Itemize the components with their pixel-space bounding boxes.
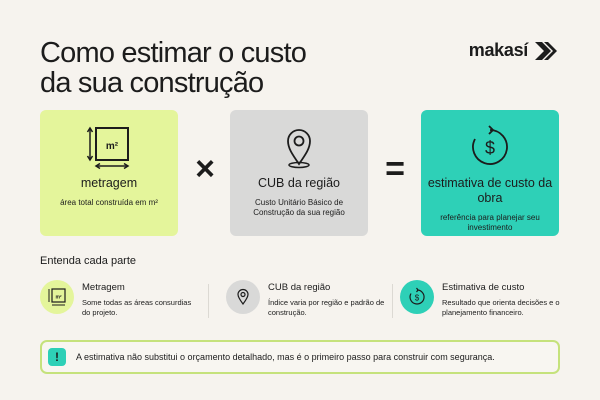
divider [392, 284, 393, 318]
card-title: metragem [80, 176, 138, 190]
card-subtitle: área total construída em m² [60, 198, 158, 207]
part-icon-circle: $ [400, 280, 434, 314]
title-line-2: da sua construção [40, 67, 264, 99]
equals-operator: = [385, 150, 405, 188]
dollar-refresh-icon: $ [472, 125, 508, 165]
card-estimativa: $ estimativa de custo da obra referência… [421, 110, 559, 236]
card-cub: CUB da região Custo Unitário Básico de C… [230, 110, 368, 236]
svg-text:$: $ [415, 294, 420, 303]
floor-area-icon-label: m² [55, 295, 61, 301]
makasi-mark-icon [535, 41, 557, 60]
part-text: Estimativa de custo Resultado que orient… [442, 280, 565, 318]
card-metragem: m² metragem área total construída em m² [40, 110, 178, 236]
part-cub: CUB da região Índice varia por região e … [226, 280, 386, 318]
notice-text: A estimativa não substitui o orçamento d… [76, 352, 495, 362]
alert-icon: ! [48, 348, 66, 366]
location-pin-icon [287, 129, 311, 169]
part-description: Resultado que orienta decisões e o plane… [442, 298, 560, 317]
card-subtitle: Custo Unitário Básico de Construção da s… [253, 198, 345, 217]
part-title: Metragem [82, 282, 125, 293]
part-icon-circle [226, 280, 260, 314]
dollar-refresh-icon: $ [409, 287, 425, 305]
svg-text:$: $ [485, 138, 495, 158]
part-estimativa: $ Estimativa de custo Resultado que orie… [400, 280, 565, 318]
title-line-1: Como estimar o custo [40, 37, 307, 69]
logo-text: makasí [468, 40, 529, 60]
part-description: Índice varia por região e padrão de cons… [268, 298, 385, 317]
location-pin-icon [237, 288, 249, 306]
floor-area-icon: m² [86, 126, 130, 170]
part-title: Estimativa de custo [442, 282, 525, 293]
card-title: estimativa de custo da obra [427, 176, 553, 205]
notice-banner: ! A estimativa não substitui o orçamento… [40, 340, 560, 374]
section-label: Entenda cada parte [40, 255, 137, 267]
card-subtitle: referência para planejar seu investiment… [440, 213, 540, 232]
part-description: Some todas as áreas consurdias do projet… [82, 298, 192, 317]
part-icon-circle: m² [40, 280, 74, 314]
part-title: CUB da região [268, 282, 331, 293]
part-text: CUB da região Índice varia por região e … [268, 280, 386, 318]
multiply-operator: × [195, 150, 215, 188]
brand-logo: makasí [469, 40, 560, 61]
part-metragem: m² Metragem Some todas as áreas consurdi… [40, 280, 200, 318]
floor-area-icon-label: m² [106, 141, 119, 152]
part-text: Metragem Some todas as áreas consurdias … [82, 280, 200, 318]
page-title: Como estimar o custo da sua construção [40, 37, 307, 99]
floor-area-icon: m² [48, 288, 66, 306]
divider [208, 284, 209, 318]
card-title: CUB da região [258, 176, 340, 190]
